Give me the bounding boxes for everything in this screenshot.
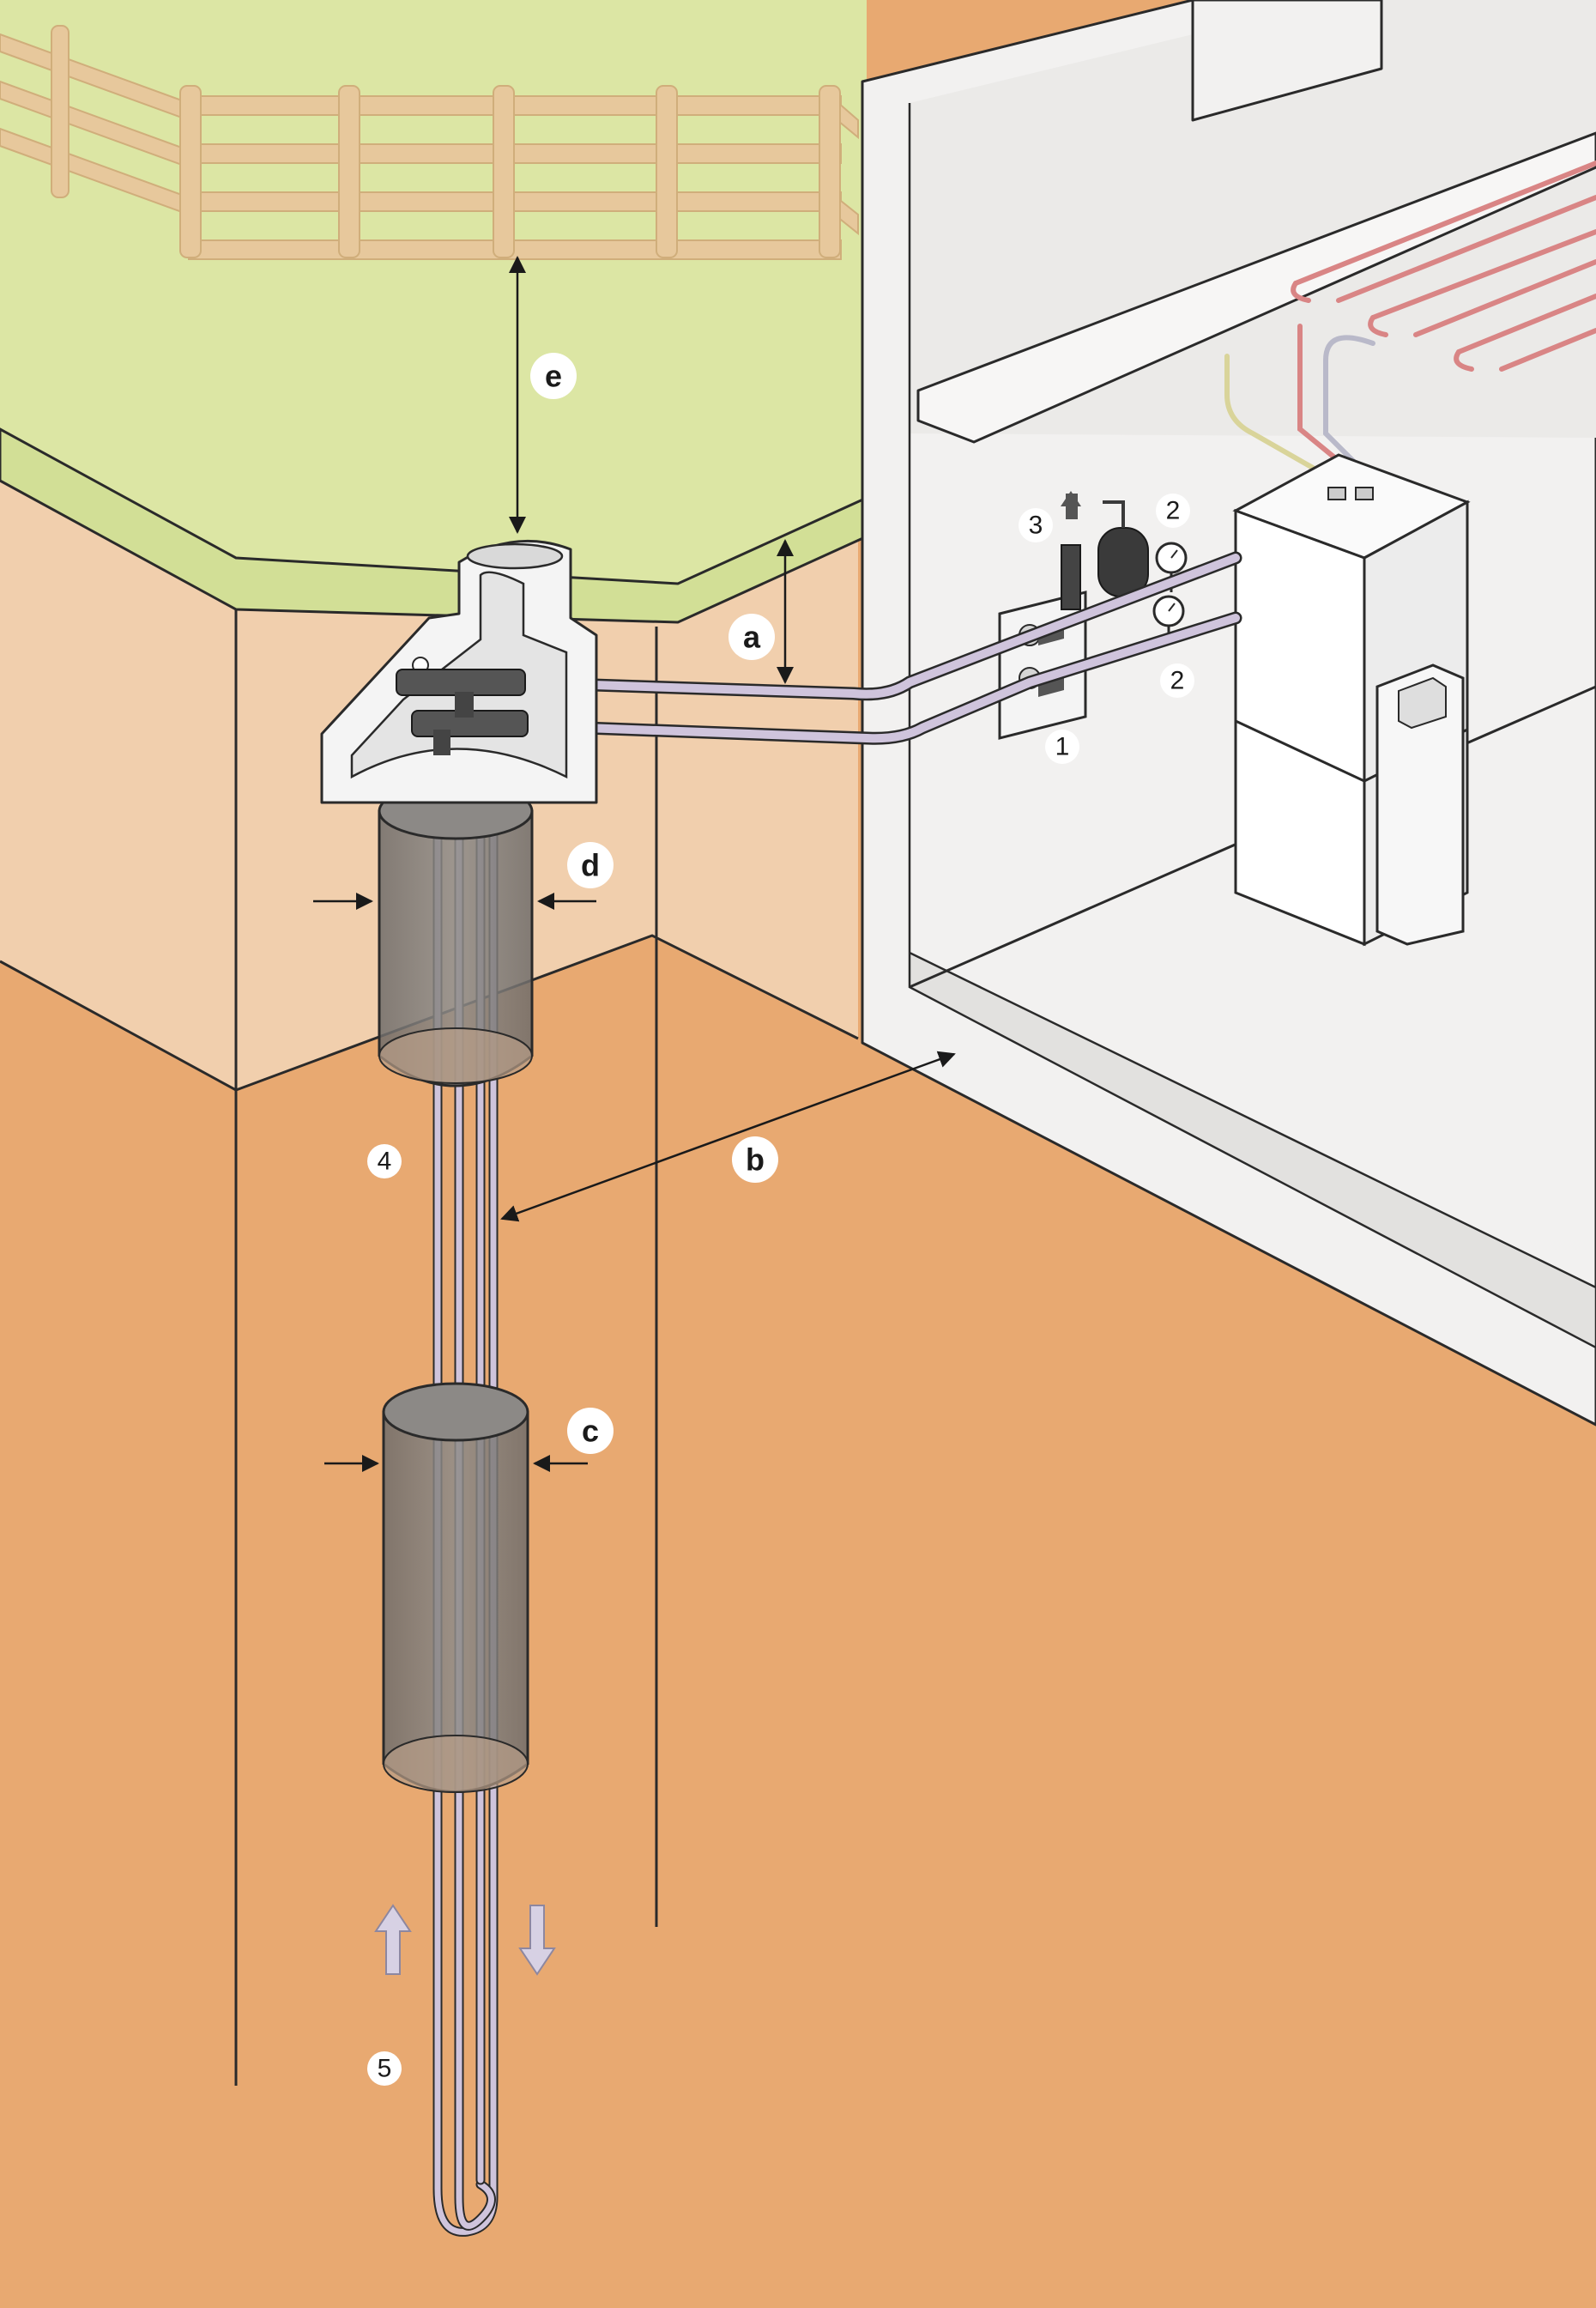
number-5: 5 (367, 2051, 402, 2086)
number-2-bottom: 2 (1160, 663, 1194, 698)
expansion-vessel (1097, 500, 1149, 597)
label-e: e (530, 353, 577, 399)
svg-text:2: 2 (1166, 497, 1181, 525)
svg-text:4: 4 (378, 1148, 392, 1176)
svg-text:1: 1 (1055, 733, 1070, 761)
heat-pump-unit (1232, 453, 1471, 947)
dim-arrow-b (500, 1051, 956, 1222)
flow-arrow-up (374, 1904, 412, 1975)
label-b: b (732, 1136, 778, 1183)
connection-pipes (508, 551, 1242, 745)
svg-text:2: 2 (1170, 667, 1185, 695)
number-3: 3 (1019, 508, 1053, 542)
lower-casing (382, 1382, 529, 1793)
number-2-top: 2 (1156, 494, 1190, 528)
svg-text:e: e (545, 359, 562, 394)
svg-text:c: c (582, 1414, 599, 1449)
svg-text:d: d (581, 848, 600, 883)
building (861, 0, 1596, 1427)
svg-text:a: a (743, 620, 761, 655)
upper-casing (378, 782, 534, 1087)
svg-text:b: b (746, 1142, 765, 1178)
label-a: a (728, 614, 775, 660)
number-1: 1 (1045, 730, 1079, 764)
flow-arrow-down (518, 1905, 556, 1976)
svg-text:5: 5 (378, 2055, 392, 2083)
safety-valve (1061, 491, 1081, 610)
fence (0, 25, 859, 260)
label-c: c (567, 1408, 614, 1454)
svg-text:3: 3 (1029, 512, 1043, 540)
number-4: 4 (367, 1144, 402, 1178)
label-d: d (567, 842, 614, 888)
wellhead-chamber (320, 539, 598, 804)
